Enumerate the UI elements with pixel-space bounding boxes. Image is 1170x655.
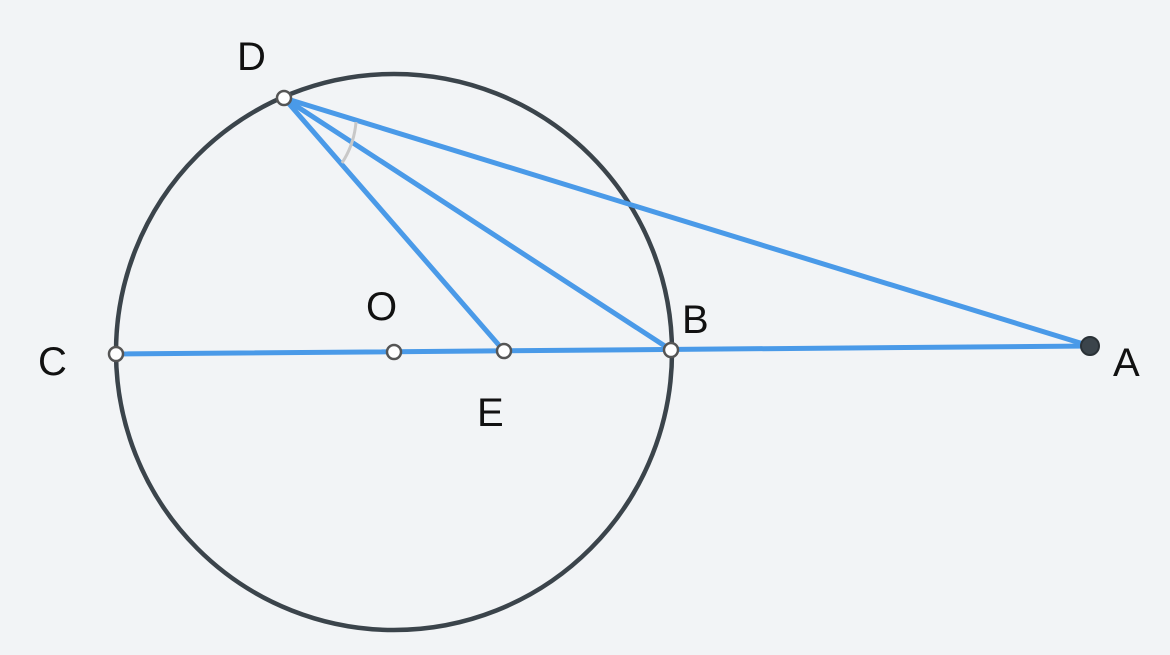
label-d: D [237, 35, 266, 79]
point-b[interactable] [662, 341, 680, 359]
segment-de [281, 95, 507, 354]
label-e: E [477, 391, 504, 435]
label-c: C [38, 340, 67, 384]
label-b: B [682, 298, 709, 342]
segment-db [281, 95, 674, 353]
label-o: O [366, 285, 397, 329]
segment-ca [113, 343, 1093, 357]
segment-da [281, 95, 1093, 349]
point-o[interactable] [385, 343, 403, 361]
point-c[interactable] [107, 345, 125, 363]
point-d[interactable] [275, 89, 293, 107]
point-a[interactable] [1080, 336, 1100, 356]
label-a: A [1113, 341, 1140, 385]
angle-mark-edb [340, 121, 358, 164]
point-e[interactable] [495, 342, 513, 360]
